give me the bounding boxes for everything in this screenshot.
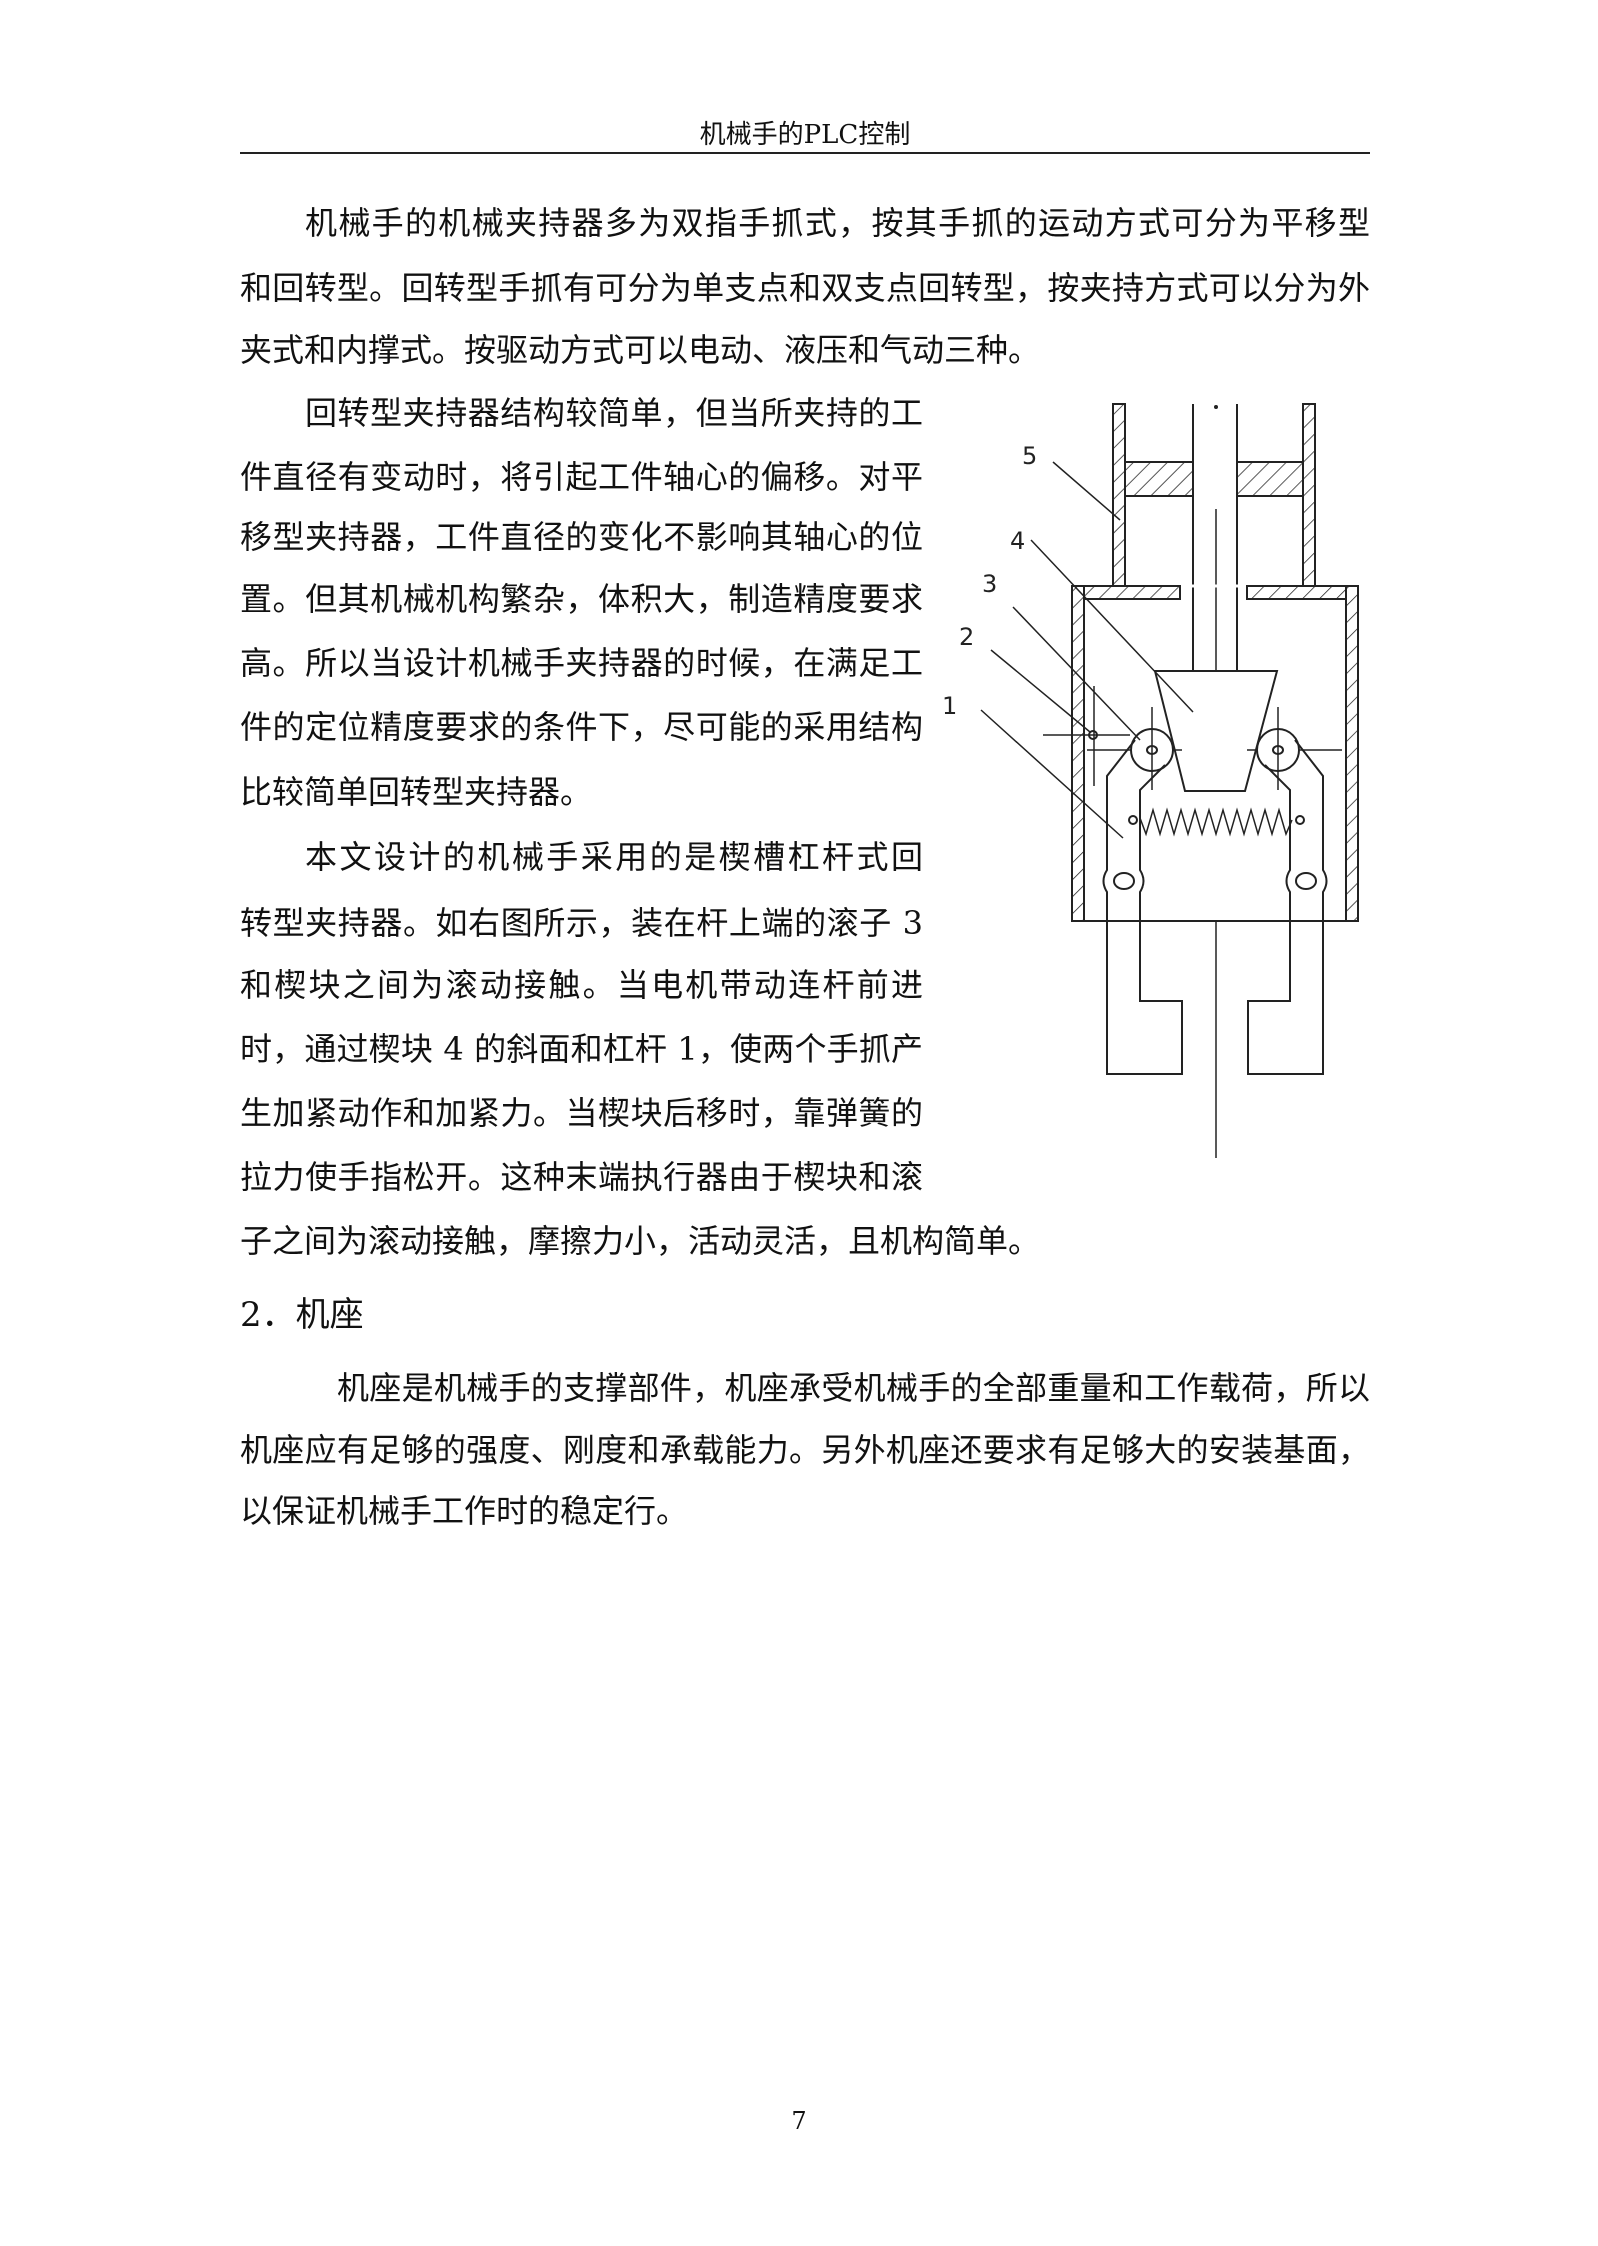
paragraph-line: 回转型夹持器结构较简单，但当所夹持的工	[305, 394, 923, 432]
label-1: 1	[942, 692, 957, 720]
leader-4	[1030, 539, 1194, 713]
paragraph-line: 转型夹持器。如右图所示，装在杆上端的滚子 3	[240, 904, 923, 942]
spring-end-right	[1295, 815, 1305, 825]
paragraph-line: 拉力使手指松开。这种末端执行器由于楔块和滚	[240, 1158, 923, 1196]
paragraph-line: 和楔块之间为滚动接触。当电机带动连杆前进	[240, 966, 923, 1004]
paragraph-line: 件直径有变动时，将引起工件轴心的偏移。对平	[240, 458, 923, 496]
paragraph-line: 机械手的机械夹持器多为双指手抓式，按其手抓的运动方式可分为平移型	[305, 204, 1370, 242]
leader-1	[980, 709, 1124, 839]
paragraph-line: 夹式和内撑式。按驱动方式可以电动、液压和气动三种。	[240, 331, 1041, 369]
leader-5	[1052, 461, 1121, 521]
top-dot	[1214, 405, 1218, 409]
lever-pivot-right	[1295, 872, 1317, 890]
spring-end-left	[1128, 815, 1138, 825]
spring	[1139, 807, 1293, 837]
label-2: 2	[959, 623, 974, 651]
running-header: 机械手的PLC控制	[699, 120, 911, 150]
cylinder-wall-right	[1302, 403, 1316, 587]
leader-2	[990, 649, 1091, 733]
paragraph-line: 移型夹持器，工件直径的变化不影响其轴心的位	[240, 518, 923, 556]
housing-top-left	[1083, 585, 1181, 600]
wedge-block-4	[1153, 670, 1279, 792]
lever-pivot-left	[1113, 872, 1135, 890]
label-3: 3	[982, 570, 997, 598]
paragraph-line: 子之间为滚动接触，摩擦力小，活动灵活，且机构简单。	[240, 1222, 1041, 1260]
label-5: 5	[1022, 442, 1037, 470]
leader-3	[1012, 606, 1141, 741]
paragraph-line: 件的定位精度要求的条件下，尽可能的采用结构	[240, 708, 923, 746]
paragraph-line: 机座是机械手的支撑部件，机座承受机械手的全部重量和工作载荷，所以	[337, 1369, 1370, 1407]
paragraph-line: 机座应有足够的强度、刚度和承载能力。另外机座还要求有足够大的安装基面，	[240, 1431, 1370, 1469]
header-rule	[240, 152, 1370, 154]
lever-1-right	[1247, 739, 1328, 1075]
cylinder-wall-left	[1112, 403, 1126, 587]
paragraph-line: 时，通过楔块 4 的斜面和杠杆 1，使两个手抓产	[240, 1030, 923, 1068]
housing-wall-left	[1071, 585, 1085, 922]
piston-right	[1236, 461, 1304, 497]
paragraph-line: 比较简单回转型夹持器。	[240, 773, 593, 811]
paragraph-line: 置。但其机械机构繁杂，体积大，制造精度要求	[240, 580, 923, 618]
piston-left	[1124, 461, 1194, 497]
section-heading: 2．机座	[240, 1295, 364, 1335]
housing-wall-right	[1345, 585, 1359, 922]
paragraph-line: 高。所以当设计机械手夹持器的时候，在满足工	[240, 644, 923, 682]
paragraph-line: 生加紧动作和加紧力。当楔块后移时，靠弹簧的	[240, 1094, 923, 1132]
label-4: 4	[1010, 527, 1025, 555]
lever-1-left	[1102, 739, 1183, 1075]
gripper-diagram: 5 4 3 2 1	[942, 403, 1359, 1158]
page-number: 7	[791, 2107, 807, 2135]
housing-top-right	[1246, 585, 1347, 600]
spring-anchor	[1088, 730, 1098, 740]
paragraph-line: 和回转型。回转型手抓有可分为单支点和双支点回转型，按夹持方式可以分为外	[240, 269, 1370, 307]
paragraph-line: 以保证机械手工作时的稳定行。	[240, 1492, 689, 1530]
paragraph-line: 本文设计的机械手采用的是楔槽杠杆式回	[305, 838, 923, 876]
